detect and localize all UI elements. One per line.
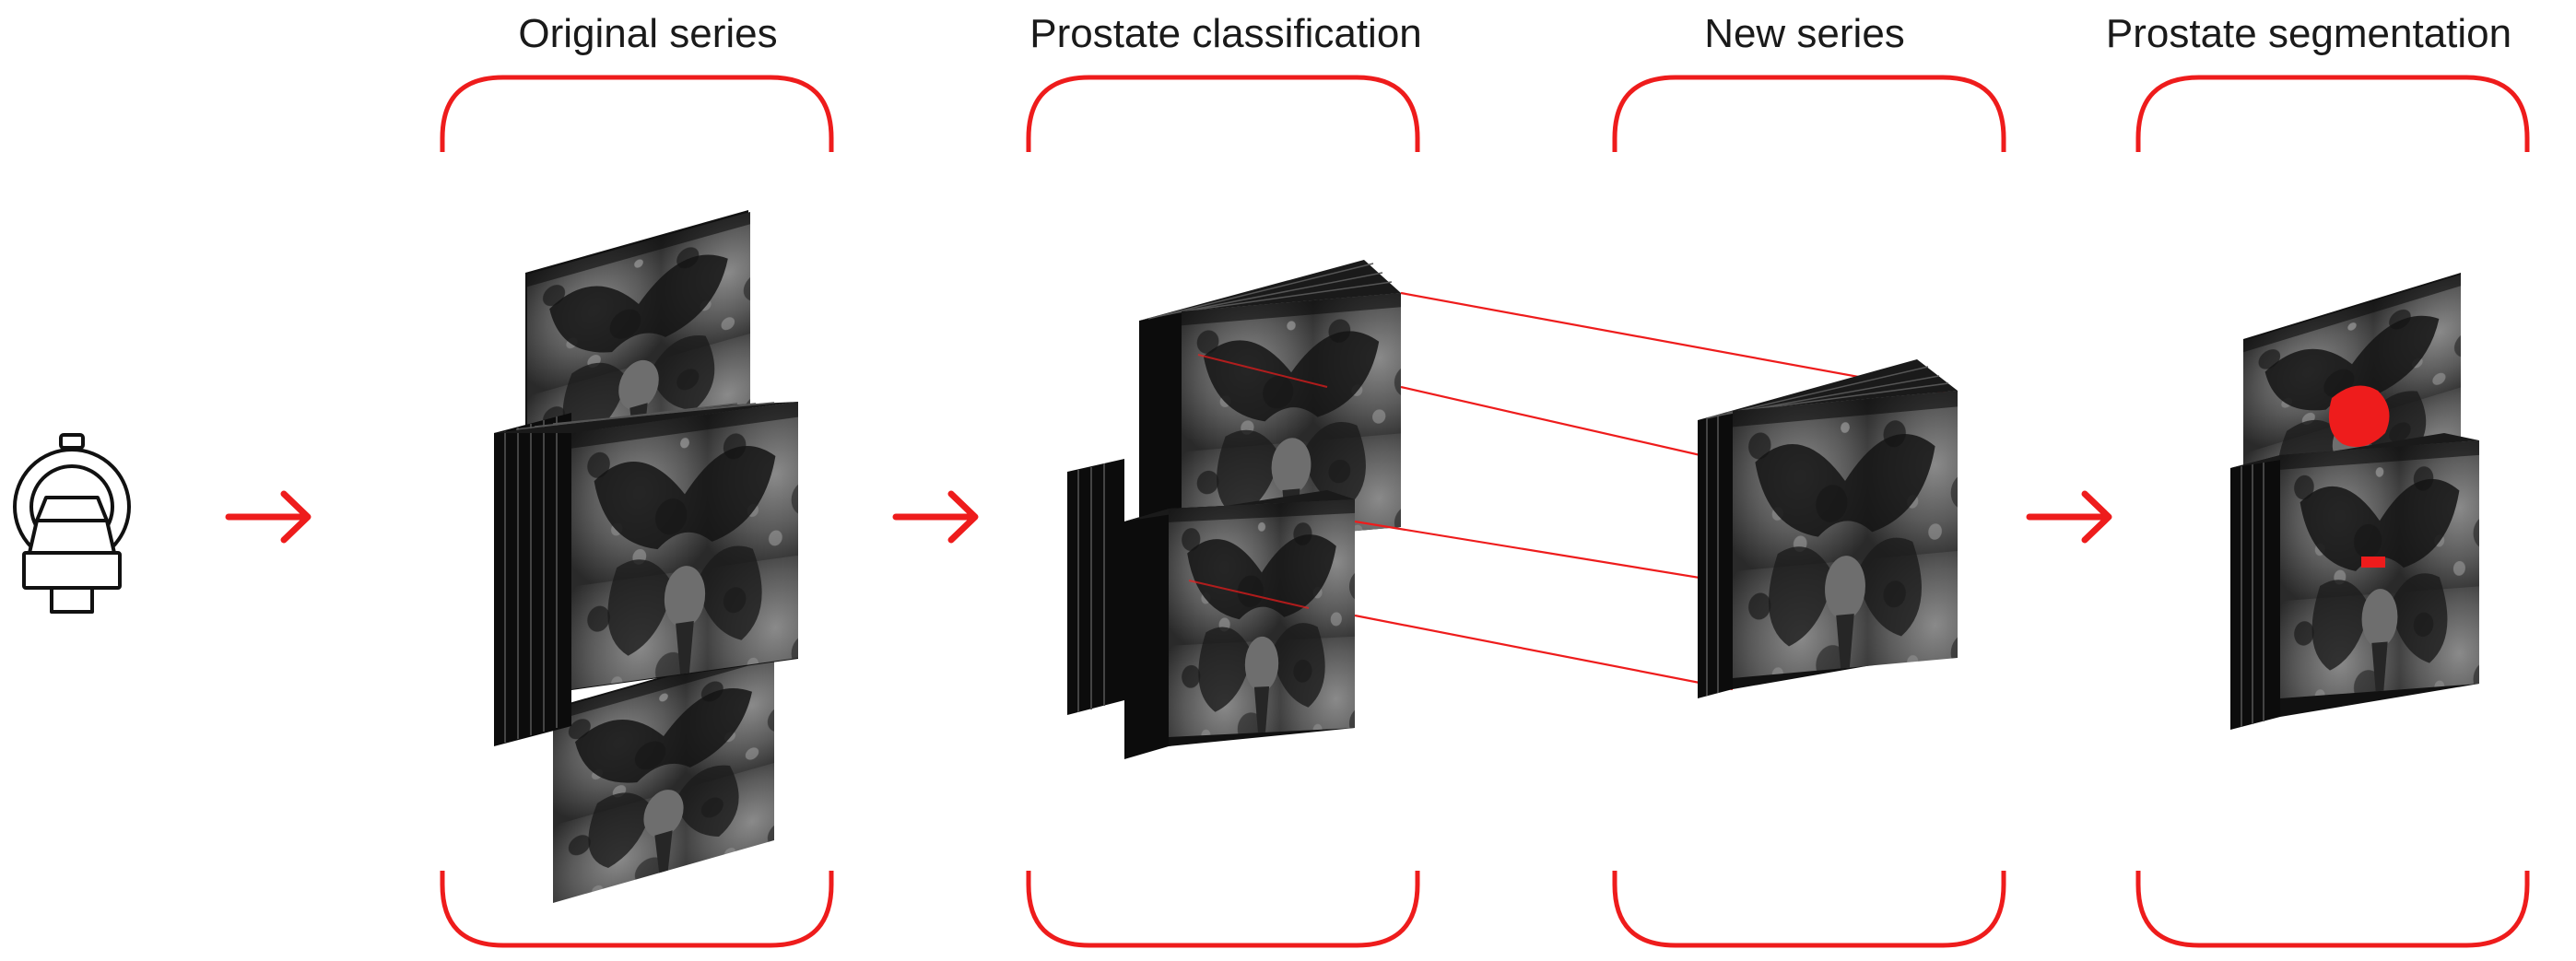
bracket-bottom bbox=[2135, 871, 2530, 948]
right-arrow-icon bbox=[2026, 490, 2112, 544]
mri-slice bbox=[2280, 440, 2479, 717]
stack-top-face bbox=[494, 402, 798, 433]
mri-slice bbox=[1182, 293, 1401, 545]
bracket-bottom bbox=[440, 871, 834, 948]
title-new-series: New series bbox=[1704, 11, 1905, 56]
stack-side-face bbox=[494, 413, 571, 746]
segmentation-stack bbox=[2230, 273, 2479, 730]
bracket-bottom bbox=[1612, 871, 2006, 948]
title-prostate-segmentation: Prostate segmentation bbox=[2105, 11, 2512, 56]
bracket-top bbox=[1026, 75, 1420, 152]
original-series-stack bbox=[494, 210, 798, 903]
title-original-series: Original series bbox=[518, 11, 778, 56]
mri-scanner-icon bbox=[13, 433, 131, 614]
mri-slice bbox=[1169, 499, 1355, 746]
new-series-stack bbox=[1698, 359, 1958, 698]
bracket-top bbox=[1612, 75, 2006, 152]
bracket-top bbox=[440, 75, 834, 152]
mri-slice bbox=[1733, 391, 1958, 689]
prostate-mask bbox=[2328, 385, 2390, 448]
title-prostate-classification: Prostate classification bbox=[1029, 11, 1422, 56]
bracket-group bbox=[440, 75, 2530, 948]
prostate-mask bbox=[2361, 557, 2385, 568]
mri-slice bbox=[571, 402, 798, 690]
mri-slice bbox=[553, 645, 774, 903]
right-arrow-icon bbox=[225, 490, 312, 544]
bracket-bottom bbox=[1026, 871, 1420, 948]
bracket-top bbox=[2135, 75, 2530, 152]
classification-stack bbox=[1067, 260, 1401, 759]
right-arrow-icon bbox=[892, 490, 979, 544]
